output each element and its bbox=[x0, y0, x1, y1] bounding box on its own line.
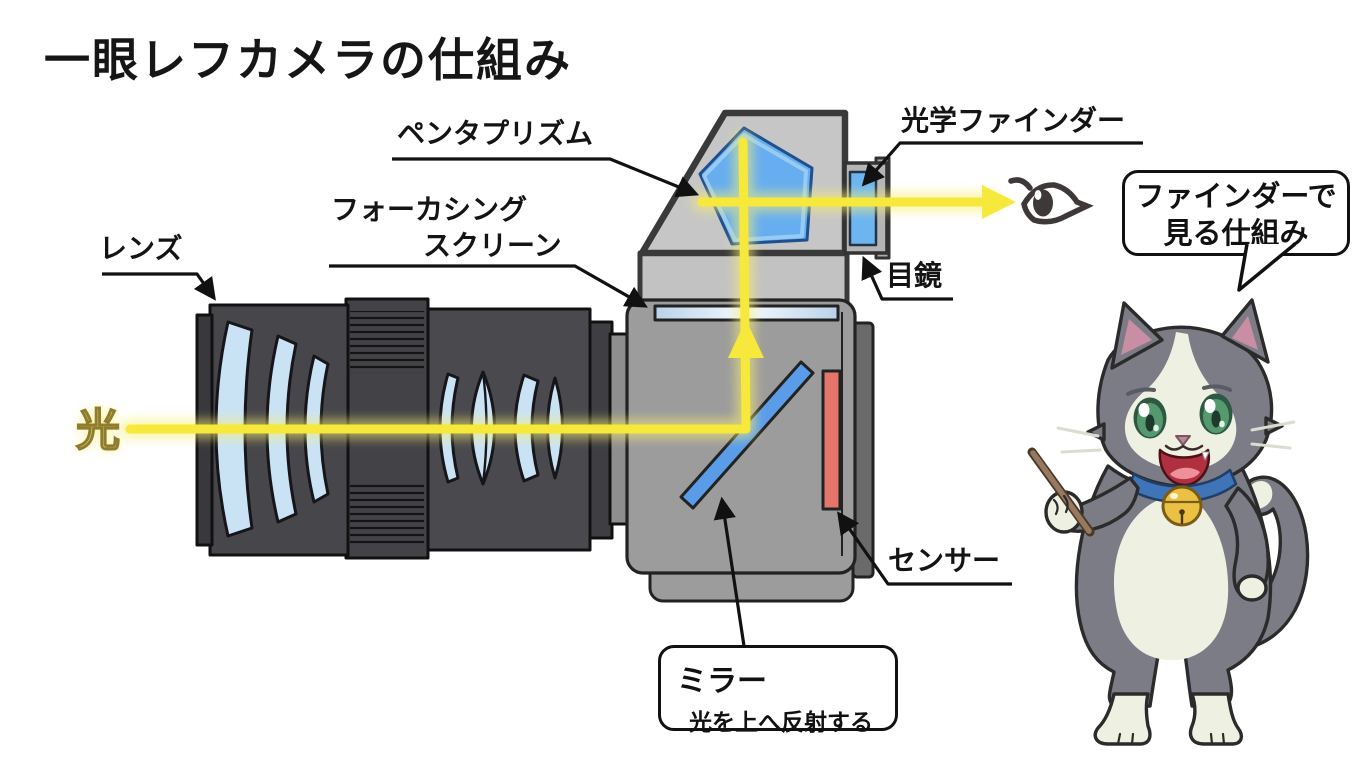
focus-ring-ribs-bottom bbox=[350, 484, 424, 546]
cat-nose bbox=[1175, 435, 1191, 446]
label-lens: レンズ bbox=[99, 233, 183, 264]
lens-arrow bbox=[102, 272, 216, 301]
cat-right-ear-inner bbox=[1232, 316, 1258, 350]
light-arrowhead-up bbox=[728, 320, 764, 358]
pointer-stick bbox=[1027, 447, 1095, 537]
focus-ring-ribs-top bbox=[350, 311, 424, 373]
focusing-screen-arrow bbox=[329, 264, 648, 308]
label-optical-viewfinder: 光学ファインダー bbox=[901, 105, 1126, 136]
cat-upper-lip bbox=[1164, 444, 1204, 451]
mirror-arrow bbox=[713, 496, 746, 647]
cat-mouth bbox=[1158, 448, 1211, 487]
cat-eyes bbox=[1133, 393, 1233, 439]
cat-cheek-fluff-left bbox=[1086, 422, 1106, 442]
cat-fang bbox=[1201, 451, 1210, 461]
cat-teacher-mascot bbox=[1027, 298, 1310, 746]
light-beam-vertical bbox=[738, 137, 751, 434]
cat-left-ear-inner bbox=[1121, 319, 1152, 355]
speech-bubble-line1: ファインダーで bbox=[1135, 181, 1337, 213]
cat-whiskers bbox=[1056, 420, 1296, 454]
cat-brows bbox=[1126, 384, 1232, 396]
cat-bell bbox=[1161, 485, 1203, 527]
cat-belly bbox=[1113, 494, 1229, 661]
sensor-arrow bbox=[837, 511, 1012, 586]
light-path bbox=[120, 132, 1016, 439]
cat-right-paw bbox=[1236, 574, 1268, 602]
cat-tongue bbox=[1170, 467, 1200, 480]
label-focusing-screen-line1: フォーカシング bbox=[331, 194, 528, 225]
mirror-callout-title: ミラー bbox=[677, 665, 767, 698]
light-arrowhead-right bbox=[982, 185, 1016, 219]
speech-bubble-tail bbox=[1237, 242, 1297, 292]
cat-collar bbox=[1126, 468, 1238, 503]
label-pentaprism: ペンタプリズム bbox=[397, 118, 594, 149]
cat-toes bbox=[1116, 732, 1226, 746]
label-focusing-screen-line2: スクリーン bbox=[423, 230, 562, 261]
pentaprism-arrow bbox=[392, 157, 700, 198]
viewfinder-arrow bbox=[861, 141, 1143, 187]
speech-bubble-line2: 見る仕組み bbox=[1163, 218, 1309, 251]
label-light: 光 bbox=[75, 405, 121, 456]
mirror-callout-description: 光を上へ反射する bbox=[689, 709, 873, 735]
label-sensor: センサー bbox=[888, 545, 1001, 576]
page-title: 一眼レフカメラの仕組み bbox=[44, 34, 572, 86]
cat-right-foot bbox=[1188, 692, 1244, 746]
label-arrows bbox=[102, 141, 1143, 647]
cat-left-foot bbox=[1093, 692, 1152, 746]
cat-paw-toes bbox=[1052, 494, 1069, 516]
mirror-callout-box: ミラー 光を上へ反射する bbox=[658, 645, 898, 735]
eyepiece-arrow bbox=[861, 255, 953, 301]
speech-bubble: ファインダーで 見る仕組み bbox=[1122, 170, 1350, 292]
eye-icon bbox=[1008, 177, 1094, 225]
label-eyepiece: 目鏡 bbox=[886, 260, 943, 291]
image-sensor bbox=[821, 369, 842, 511]
